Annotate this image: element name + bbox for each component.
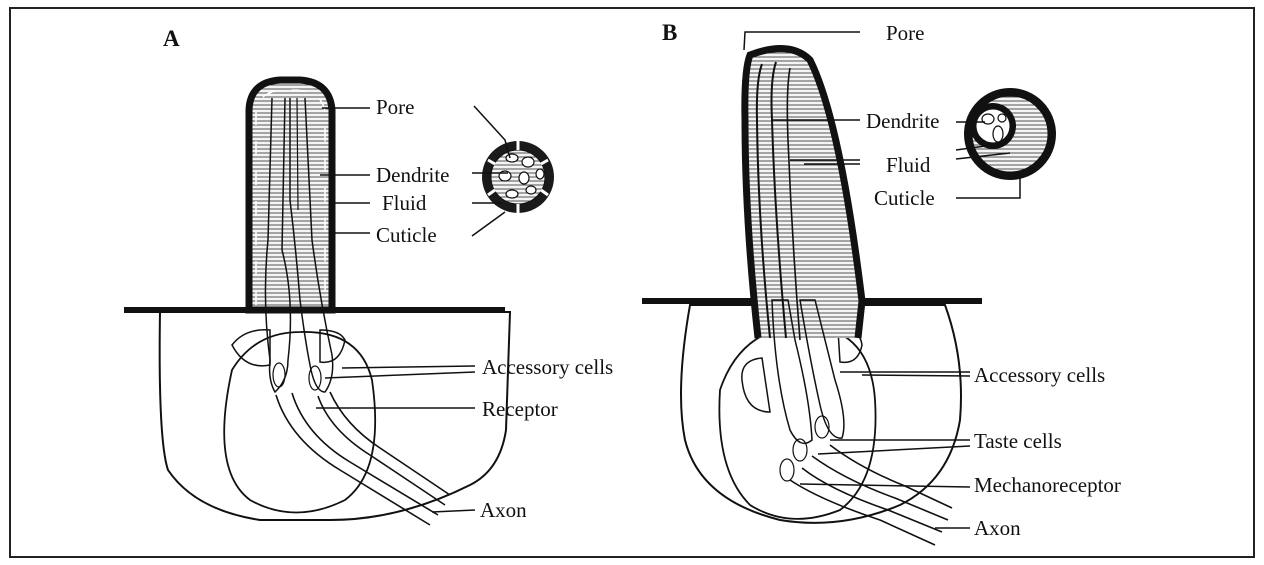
nucleus-left-a: [273, 363, 285, 387]
cross-section-b: [964, 88, 1056, 180]
panel-b: B: [642, 20, 1121, 545]
label-cuticle-b: Cuticle: [874, 186, 935, 210]
nucleus-right-a: [309, 366, 321, 390]
label-fluid-b: Fluid: [886, 153, 931, 177]
axon-line-1-a: [276, 395, 430, 525]
label-axon-a: Axon: [480, 498, 527, 522]
label-cuticle-a: Cuticle: [376, 223, 437, 247]
nucleus-mechano-b: [780, 459, 794, 481]
label-pore-b: Pore: [886, 21, 925, 45]
panel-a-letter: A: [163, 26, 180, 51]
panel-b-letter: B: [662, 20, 677, 45]
receptor-cell-body-a: [224, 332, 375, 513]
receptor-cell-body-b: [719, 325, 875, 519]
label-accessory-a: Accessory cells: [482, 355, 613, 379]
label-pore-a: Pore: [376, 95, 415, 119]
label-axon-b: Axon: [974, 516, 1021, 540]
label-mechano-b: Mechanoreceptor: [974, 473, 1121, 497]
label-dendrite-a: Dendrite: [376, 163, 449, 187]
socket-left-b: [742, 358, 770, 412]
label-dendrite-b: Dendrite: [866, 109, 939, 133]
label-accessory-b: Accessory cells: [974, 363, 1105, 387]
label-receptor-a: Receptor: [482, 397, 558, 421]
cross-section-a: [482, 141, 554, 213]
label-taste-b: Taste cells: [974, 429, 1062, 453]
accessory-cells-a: [160, 312, 510, 520]
panel-a: A: [124, 26, 613, 525]
hair-shaft-b: [745, 49, 862, 338]
label-fluid-a: Fluid: [382, 191, 427, 215]
